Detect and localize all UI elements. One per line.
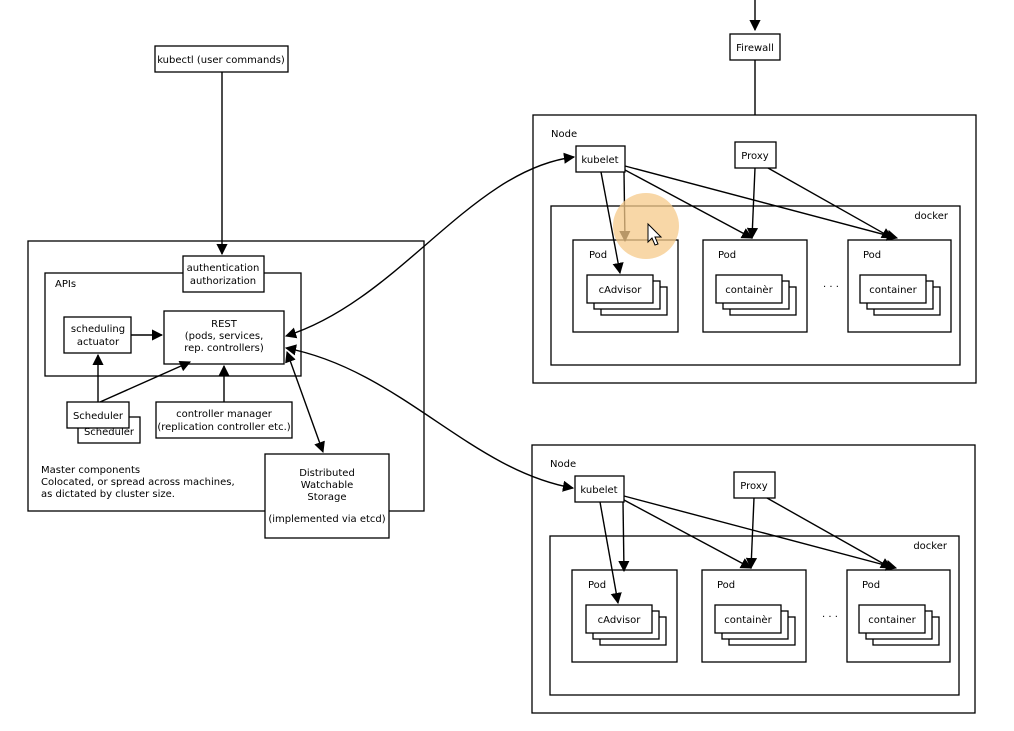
proxy-label: Proxy bbox=[741, 151, 768, 162]
edge-kubelet-pod1 bbox=[618, 501, 630, 573]
kubelet-box[interactable] bbox=[575, 145, 626, 173]
cursor-overlay bbox=[613, 193, 679, 259]
proxy-label: Proxy bbox=[740, 481, 767, 492]
mouse-pointer-icon bbox=[647, 222, 663, 246]
cursor-highlight bbox=[613, 193, 679, 259]
pod-label: Pod bbox=[588, 580, 606, 591]
edge-proxy-pod3 bbox=[767, 167, 893, 239]
pod-label: Pod bbox=[862, 580, 880, 591]
rest-box[interactable] bbox=[163, 310, 285, 365]
kubectl-label: kubectl (user commands) bbox=[157, 55, 285, 66]
pod-inner-label: container bbox=[868, 615, 916, 626]
edge-proxy-pod3 bbox=[766, 497, 892, 569]
master-caption-line2: Colocated, or spread across machines, bbox=[41, 477, 235, 488]
pod-label: Pod bbox=[717, 580, 735, 591]
node-label: Node bbox=[551, 129, 577, 140]
sched-act-line2: actuator bbox=[77, 337, 120, 348]
pod-inner-box[interactable] bbox=[715, 274, 783, 304]
edge-rest-kubelet-node1 bbox=[284, 152, 576, 339]
rest-line3: rep. controllers) bbox=[184, 343, 264, 354]
pod-inner-box[interactable] bbox=[858, 604, 926, 634]
pod-inner-label: containèr bbox=[724, 614, 772, 626]
pod-label: Pod bbox=[718, 250, 736, 261]
edge-kubelet-pod3 bbox=[623, 495, 898, 571]
pod-ellipsis: · · · bbox=[823, 282, 839, 293]
scheduling-actuator-box[interactable] bbox=[63, 316, 132, 354]
storage-line4: (implemented via etcd) bbox=[268, 514, 385, 525]
pod-inner-box[interactable] bbox=[714, 604, 782, 634]
docker-label: docker bbox=[914, 211, 949, 222]
edge-kubelet-cadvisor bbox=[599, 501, 622, 605]
storage-line3: Storage bbox=[307, 492, 346, 503]
pod-inner-label: containèr bbox=[725, 284, 773, 296]
firewall-label: Firewall bbox=[736, 43, 774, 54]
kubelet-box[interactable] bbox=[574, 475, 625, 503]
pod-inner-box[interactable] bbox=[585, 604, 653, 634]
auth-line2: authorization bbox=[190, 276, 256, 287]
scheduler-box[interactable] bbox=[66, 401, 130, 429]
master-caption-line1: Master components bbox=[41, 465, 140, 476]
proxy-box[interactable] bbox=[734, 141, 777, 169]
pod-inner-label: cAdvisor bbox=[599, 285, 643, 296]
pod-label: Pod bbox=[863, 250, 881, 261]
pod-inner-label: container bbox=[869, 285, 917, 296]
pod-inner-box[interactable] bbox=[859, 274, 927, 304]
storage-line2: Watchable bbox=[301, 480, 354, 491]
scheduler-back-label: Scheduler bbox=[84, 427, 135, 438]
pod-inner-label: cAdvisor bbox=[598, 615, 642, 626]
node-label: Node bbox=[550, 459, 576, 470]
firewall-box[interactable] bbox=[729, 33, 781, 61]
docker-label: docker bbox=[913, 541, 948, 552]
master-group: APIs kubectl (user commands) authenticat… bbox=[27, 45, 425, 539]
node-2: Node docker kubelet Proxy Pod cAdvisor P… bbox=[531, 444, 976, 714]
edge-kubelet-pod2 bbox=[623, 499, 752, 569]
edge-kubelet-pod2 bbox=[624, 169, 753, 239]
storage-line1: Distributed bbox=[299, 468, 355, 479]
kubelet-label: kubelet bbox=[581, 155, 618, 166]
kubelet-label: kubelet bbox=[580, 485, 617, 496]
master-caption-line3: as dictated by cluster size. bbox=[41, 489, 175, 500]
auth-line1: authentication bbox=[187, 263, 260, 274]
controller-line1: controller manager bbox=[176, 409, 273, 420]
edge-proxy-pod2 bbox=[746, 167, 759, 240]
pod-inner-box[interactable] bbox=[586, 274, 654, 304]
edge-rest-kubelet-node2 bbox=[284, 344, 575, 492]
edge-kubelet-cadvisor bbox=[600, 171, 624, 275]
auth-box[interactable] bbox=[182, 255, 265, 293]
rest-line2: (pods, services, bbox=[185, 331, 264, 342]
rest-line1: REST bbox=[211, 319, 238, 330]
proxy-box[interactable] bbox=[733, 471, 776, 499]
node-1: Node docker kubelet Proxy Pod cAdvisor P… bbox=[532, 114, 977, 384]
scheduler-label: Scheduler bbox=[73, 411, 124, 422]
apis-label: APIs bbox=[55, 279, 76, 290]
pod-ellipsis: · · · bbox=[822, 612, 838, 623]
edge-kubelet-pod3 bbox=[624, 165, 899, 241]
edge-proxy-pod2 bbox=[745, 497, 758, 570]
controller-line2: (replication controller etc.) bbox=[157, 422, 290, 433]
pod-label: Pod bbox=[589, 250, 607, 261]
edge-scheduler-rest bbox=[99, 360, 192, 403]
sched-act-line1: scheduling bbox=[71, 324, 125, 335]
